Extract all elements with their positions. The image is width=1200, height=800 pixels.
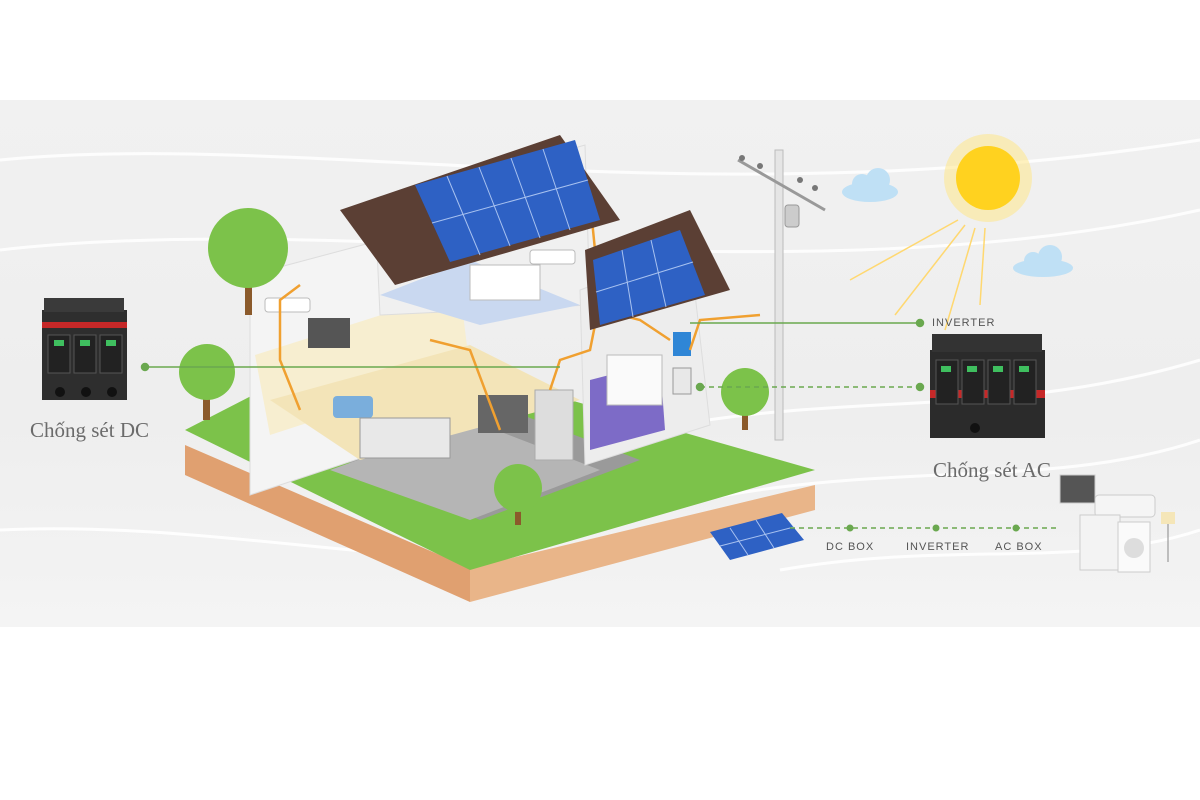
ac-unit-icon xyxy=(529,249,576,265)
connector-dot xyxy=(915,318,925,328)
dc-box-label: DC BOX xyxy=(826,541,875,553)
connector-dot xyxy=(915,382,925,392)
bottom-flow xyxy=(710,474,1175,573)
washer-icon xyxy=(606,354,663,406)
inverter-top-label: INVERTER xyxy=(932,317,996,329)
tree-icon xyxy=(179,344,235,420)
inverter-box-icon xyxy=(673,332,691,356)
connector-lines xyxy=(140,318,925,392)
tree-icon xyxy=(208,208,288,315)
tv-icon xyxy=(308,318,350,348)
ac-unit-icon xyxy=(264,297,311,313)
diagram-canvas xyxy=(0,134,1200,602)
solar-system-illustration: Chống sét DC Chống sét AC INVERTER DC BO… xyxy=(0,100,1200,627)
solar-panel-icon xyxy=(593,230,705,325)
dc-protector-label: Chống sét DC xyxy=(30,418,150,442)
solar-panel-icon xyxy=(415,140,600,262)
utility-pole-icon xyxy=(737,149,826,441)
connector-dot xyxy=(140,362,150,372)
connector-dot xyxy=(695,382,705,392)
fridge-icon xyxy=(534,389,574,461)
cloud-icon xyxy=(1013,245,1073,277)
bed-icon xyxy=(469,264,541,301)
sun-icon xyxy=(849,134,1032,331)
tree-icon xyxy=(494,464,542,525)
ac-protector-label: Chống sét AC xyxy=(933,458,1051,482)
surge-protector-icon xyxy=(930,334,1045,438)
sofa-icon xyxy=(333,396,373,418)
main-roof xyxy=(340,135,620,285)
stove-icon xyxy=(478,395,528,433)
appliances-icon xyxy=(1059,474,1175,573)
surge-protector-icon xyxy=(42,298,127,400)
cloud-icon xyxy=(842,168,898,202)
side-roof xyxy=(585,210,730,330)
tree-icon xyxy=(721,368,769,430)
inverter-bottom-label: INVERTER xyxy=(906,541,970,553)
ac-box-label: AC BOX xyxy=(995,541,1043,553)
